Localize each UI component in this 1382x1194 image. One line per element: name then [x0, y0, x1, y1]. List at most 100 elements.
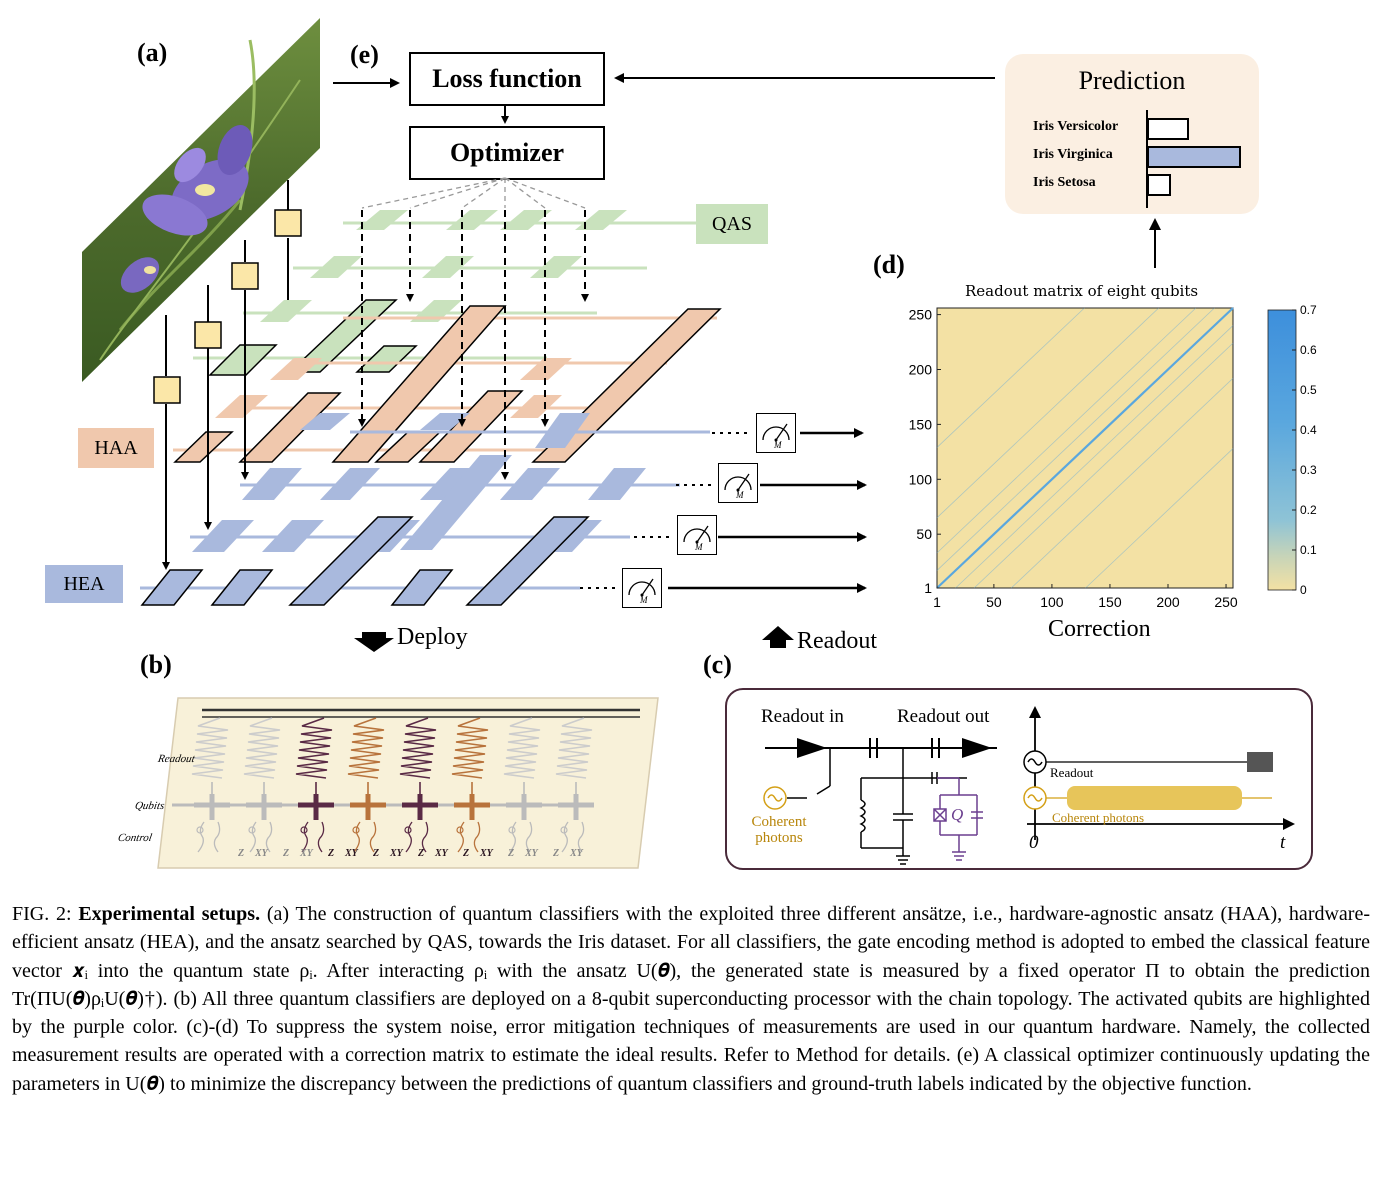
up-arrow-icon — [1149, 218, 1161, 268]
prediction-bar — [1147, 118, 1189, 140]
heatmap-colorbar: 00.10.20.30.40.50.60.7 — [1267, 305, 1317, 597]
heatmap-title: Readout matrix of eight qubits — [965, 282, 1199, 300]
readout-resonator — [191, 717, 229, 779]
hea-tag: HEA — [45, 565, 123, 603]
control-line-label: XY — [300, 848, 313, 859]
off-diagonal-line — [973, 342, 1234, 589]
x-tick-label: 50 — [986, 594, 1002, 610]
readout-resonator — [399, 717, 437, 779]
flux-loop — [196, 826, 204, 834]
optimizer-label: Optimizer — [449, 138, 565, 167]
colorbar-tick-label: 0.1 — [1300, 543, 1317, 557]
off-diagonal-line — [955, 325, 1234, 589]
meter-icon: M — [718, 463, 758, 503]
signal-photons-label: Coherent photons — [1052, 810, 1145, 825]
readout-circuit-box: Readout in Readout out — [725, 688, 1313, 870]
control-line-label: Z — [418, 848, 425, 859]
readout-in-label: Readout in — [761, 706, 844, 727]
readout-resonator — [451, 717, 489, 779]
off-diagonal-line — [936, 307, 1085, 448]
off-diagonal-line — [1085, 448, 1234, 589]
chip-qubits-label: Qubits — [133, 800, 166, 812]
flux-loop — [404, 826, 412, 834]
panel-label-e: (e) — [350, 40, 379, 69]
superconducting-chip — [157, 697, 659, 869]
readout-dots — [580, 432, 752, 589]
time-axis-label: t — [1280, 832, 1286, 853]
y-tick-label: 150 — [909, 416, 933, 432]
prediction-bar — [1147, 174, 1171, 196]
readout-resonator — [503, 717, 541, 779]
y-tick-label: 100 — [909, 471, 933, 487]
control-line-label: Z — [283, 848, 290, 859]
panel-label-b: (b) — [140, 650, 172, 679]
y-tick-label: 50 — [916, 526, 932, 542]
control-line — [249, 821, 273, 853]
control-line-label: Z — [238, 848, 245, 859]
chip-readout-label: Readout — [156, 753, 196, 765]
colorbar-tick-label: 0.6 — [1300, 343, 1317, 357]
off-diagonal-line — [1011, 377, 1234, 589]
control-line-label: XY — [255, 848, 268, 859]
control-line — [457, 821, 481, 853]
panel-label-a: (a) — [137, 38, 168, 67]
time-zero-label: 0 — [1029, 832, 1039, 853]
meter-icon: M — [622, 568, 662, 608]
control-line-label: Z — [373, 848, 380, 859]
control-line-label: Z — [463, 848, 470, 859]
meter-label: M — [774, 440, 782, 450]
x-tick-label: 200 — [1156, 594, 1180, 610]
meter-icon: M — [677, 515, 717, 555]
control-line-label: Z — [508, 848, 515, 859]
meter-label: M — [640, 595, 648, 605]
caption-fig: FIG. 2: — [12, 903, 72, 925]
signal-readout-label: Readout — [1050, 765, 1094, 780]
panel-label-c: (c) — [703, 650, 732, 679]
colorbar-tick-label: 0.5 — [1300, 383, 1317, 397]
control-line-label: XY — [345, 848, 358, 859]
encoding-gates — [153, 209, 302, 404]
x-tick-label: 250 — [1214, 594, 1238, 610]
off-diagonal-line — [936, 307, 1197, 554]
y-tick-label: 1 — [924, 580, 932, 596]
ansatz-schematic — [82, 18, 995, 652]
x-tick-label: 150 — [1098, 594, 1122, 610]
off-diagonal-line — [936, 307, 1159, 519]
flux-loop — [508, 826, 516, 834]
chip-control-label: Control — [116, 832, 153, 844]
haa-tag: HAA — [78, 428, 154, 468]
control-line — [509, 821, 533, 853]
caption-title: Experimental setups. — [78, 903, 261, 925]
qas-gates — [208, 210, 627, 376]
readout-arrow-icon — [762, 626, 794, 648]
caption-text: (a) The construction of quantum classifi… — [12, 903, 1370, 1095]
flow-arrows — [333, 73, 995, 124]
colorbar-tick-label: 0.2 — [1300, 503, 1317, 517]
control-line — [561, 821, 585, 853]
control-line-label: XY — [480, 848, 493, 859]
colorbar-tick-label: 0.7 — [1300, 305, 1317, 317]
panel-label-d: (d) — [873, 250, 905, 279]
y-tick-label: 200 — [909, 361, 933, 377]
colorbar-tick-label: 0 — [1300, 583, 1307, 597]
control-line-label: XY — [570, 848, 583, 859]
loss-function-label: Loss function — [432, 64, 582, 93]
colorbar-tick-label: 0.3 — [1300, 463, 1317, 477]
optimizer-feedback-lines — [361, 177, 586, 209]
circuit-diagram — [763, 706, 1295, 865]
y-tick-label: 250 — [909, 307, 933, 323]
readout-resonator — [243, 717, 281, 779]
encoding-arrows — [162, 180, 289, 570]
prediction-label: Iris Setosa — [1033, 175, 1096, 190]
control-line-label: Z — [328, 848, 335, 859]
control-line-label: XY — [390, 848, 403, 859]
meter-icon: M — [756, 413, 796, 453]
control-line — [301, 821, 325, 853]
qubit-q-label: Q — [951, 805, 964, 824]
deploy-label: Deploy — [397, 624, 468, 650]
loss-function-box: Loss function — [409, 52, 605, 106]
meter-label: M — [736, 490, 744, 500]
x-tick-label: 1 — [933, 594, 941, 610]
control-line — [353, 821, 377, 853]
qas-tag: QAS — [696, 204, 768, 244]
